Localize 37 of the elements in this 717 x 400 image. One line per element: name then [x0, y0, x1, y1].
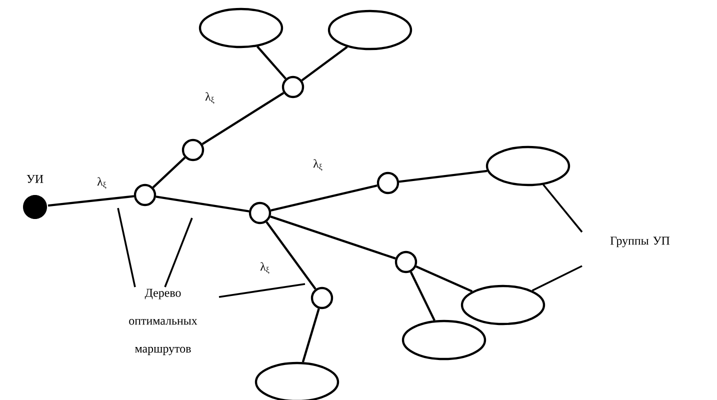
- node-circle: [394, 250, 418, 274]
- leader-line: [218, 283, 306, 298]
- edge-label: λ$_{ξ}$: [259, 261, 271, 275]
- group-ellipse: [402, 320, 486, 360]
- leader-line: [164, 218, 193, 288]
- tree-link: [256, 46, 286, 80]
- group-ellipse: [460, 284, 546, 326]
- tree-link: [270, 184, 378, 212]
- edge-label: λ$_{ξ}$: [312, 158, 324, 172]
- leader-line: [542, 184, 583, 233]
- node-circle: [248, 202, 272, 224]
- leader-line: [532, 265, 582, 292]
- tree-link: [398, 170, 488, 183]
- node-circle: [134, 184, 156, 206]
- tree-link: [302, 308, 320, 362]
- tree-link: [48, 195, 134, 207]
- tree-link: [266, 221, 316, 290]
- node-circle: [310, 286, 334, 310]
- edge-label: λ$_{ξ}$: [204, 91, 216, 105]
- group-ellipse: [328, 10, 412, 50]
- tree-link: [270, 216, 396, 260]
- edge-label: λ$_{ξ}$: [96, 176, 108, 190]
- tree-link: [410, 272, 436, 321]
- node-circle: [182, 138, 204, 162]
- tree-link: [416, 266, 473, 292]
- node-circle: [376, 172, 400, 194]
- group-ellipse: [486, 146, 570, 186]
- tree-link: [156, 196, 250, 212]
- tree-link: [301, 46, 348, 82]
- callout-text: Группы УП: [610, 236, 670, 248]
- group-ellipse: [198, 8, 284, 48]
- tree-link: [202, 92, 284, 146]
- node-circle: [282, 76, 304, 98]
- tree-link: [152, 156, 186, 188]
- leader-line: [117, 208, 136, 288]
- callout-text: Дерево оптимальных маршрутов: [129, 288, 198, 356]
- node-label: УИ: [26, 175, 44, 183]
